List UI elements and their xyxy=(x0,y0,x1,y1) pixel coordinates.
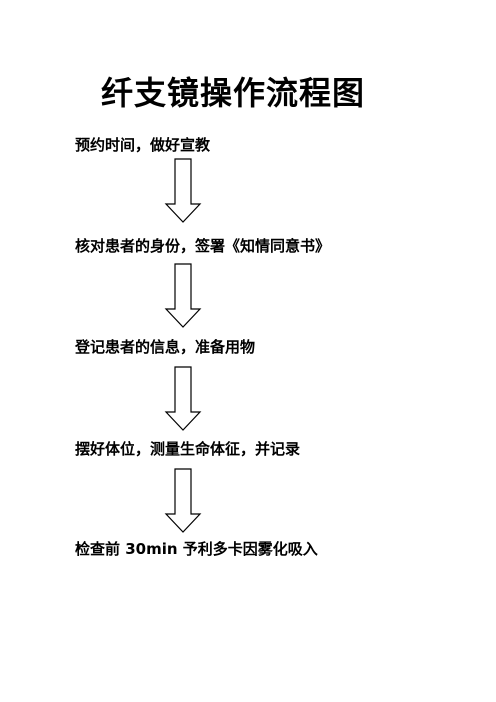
flow-step-5: 检查前 30min 予利多卡因雾化吸入 xyxy=(75,540,318,558)
flow-arrow-4 xyxy=(164,468,202,533)
page-title: 纤支镜操作流程图 xyxy=(100,74,365,112)
flow-step-4: 摆好体位，测量生命体征，并记录 xyxy=(75,440,301,458)
flow-step-3: 登记患者的信息，准备用物 xyxy=(75,338,256,356)
flow-arrow-2 xyxy=(164,263,202,328)
flow-arrow-1 xyxy=(164,158,202,223)
flow-step-1: 预约时间，做好宣教 xyxy=(75,136,211,154)
flow-arrow-3 xyxy=(164,366,202,431)
flow-step-2: 核对患者的身份，签署《知情同意书》 xyxy=(75,237,331,255)
